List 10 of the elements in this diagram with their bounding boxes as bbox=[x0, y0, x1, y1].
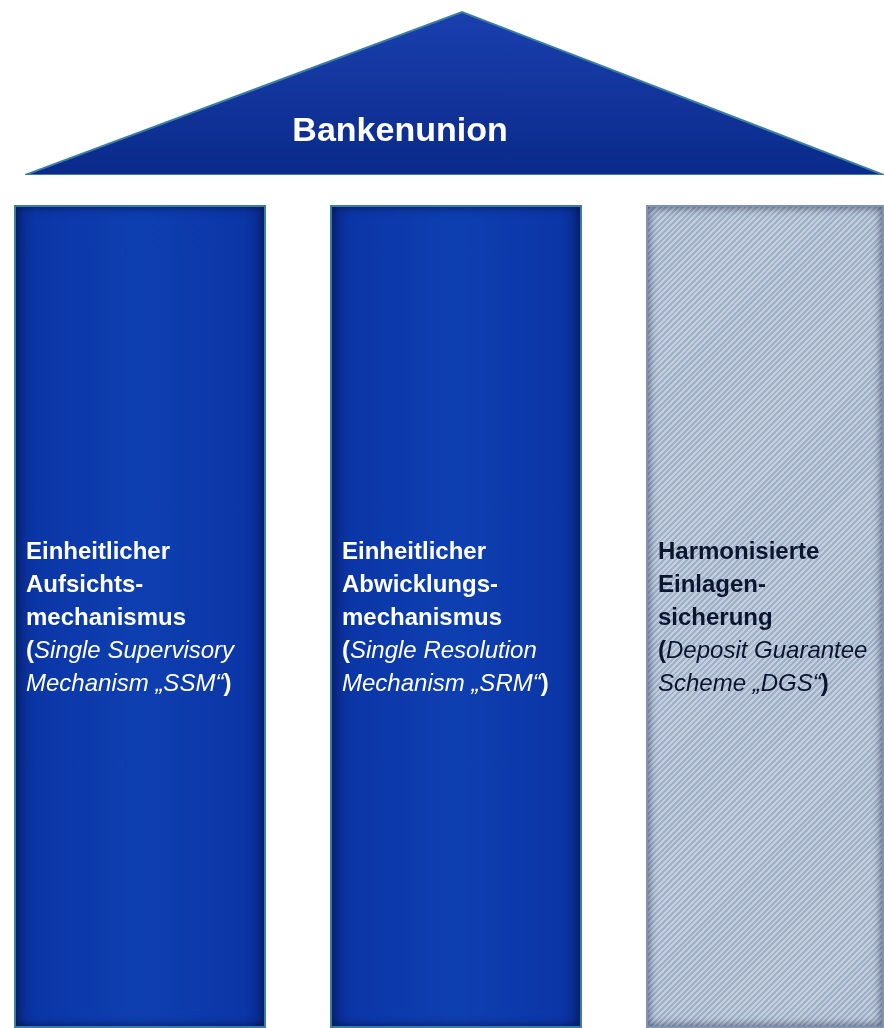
pillar-heading: Einheitlicher Aufsichts- mechanismus bbox=[26, 536, 188, 632]
pillar-heading: Harmonisierte Einlagen- sicherung bbox=[658, 536, 821, 632]
roof-title: Bankenunion bbox=[291, 110, 509, 149]
pillar-subtitle: (Single Resolution Mechanism „SRM“) bbox=[342, 635, 550, 698]
pillar bbox=[646, 205, 884, 1028]
pillar-subtitle: (Deposit Guarantee Scheme „DGS“) bbox=[658, 635, 869, 698]
pillar bbox=[330, 205, 582, 1028]
pillar bbox=[14, 205, 266, 1028]
pillar-heading: Einheitlicher Abwicklungs- mechanismus bbox=[342, 536, 504, 632]
pillar-subtitle: (Single Supervisory Mechanism „SSM“) bbox=[26, 635, 236, 698]
